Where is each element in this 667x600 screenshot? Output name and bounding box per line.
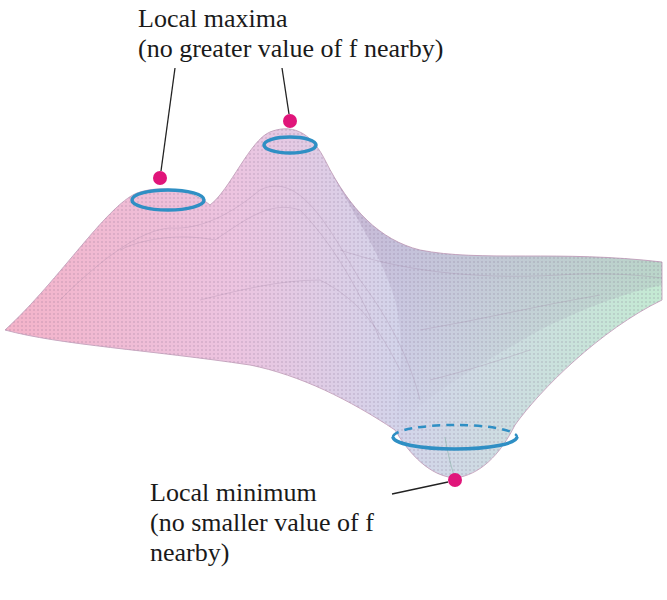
- leader-lines: [161, 68, 448, 494]
- extremum-dots: [153, 114, 462, 487]
- label-heading: Local maxima: [138, 4, 287, 34]
- label-note: (no smaller value of f nearby): [150, 508, 380, 568]
- label-heading: Local minimum: [150, 478, 317, 508]
- level-curves: [132, 137, 517, 449]
- label-note: (no greater value of f nearby): [138, 34, 443, 64]
- surface: [5, 129, 662, 478]
